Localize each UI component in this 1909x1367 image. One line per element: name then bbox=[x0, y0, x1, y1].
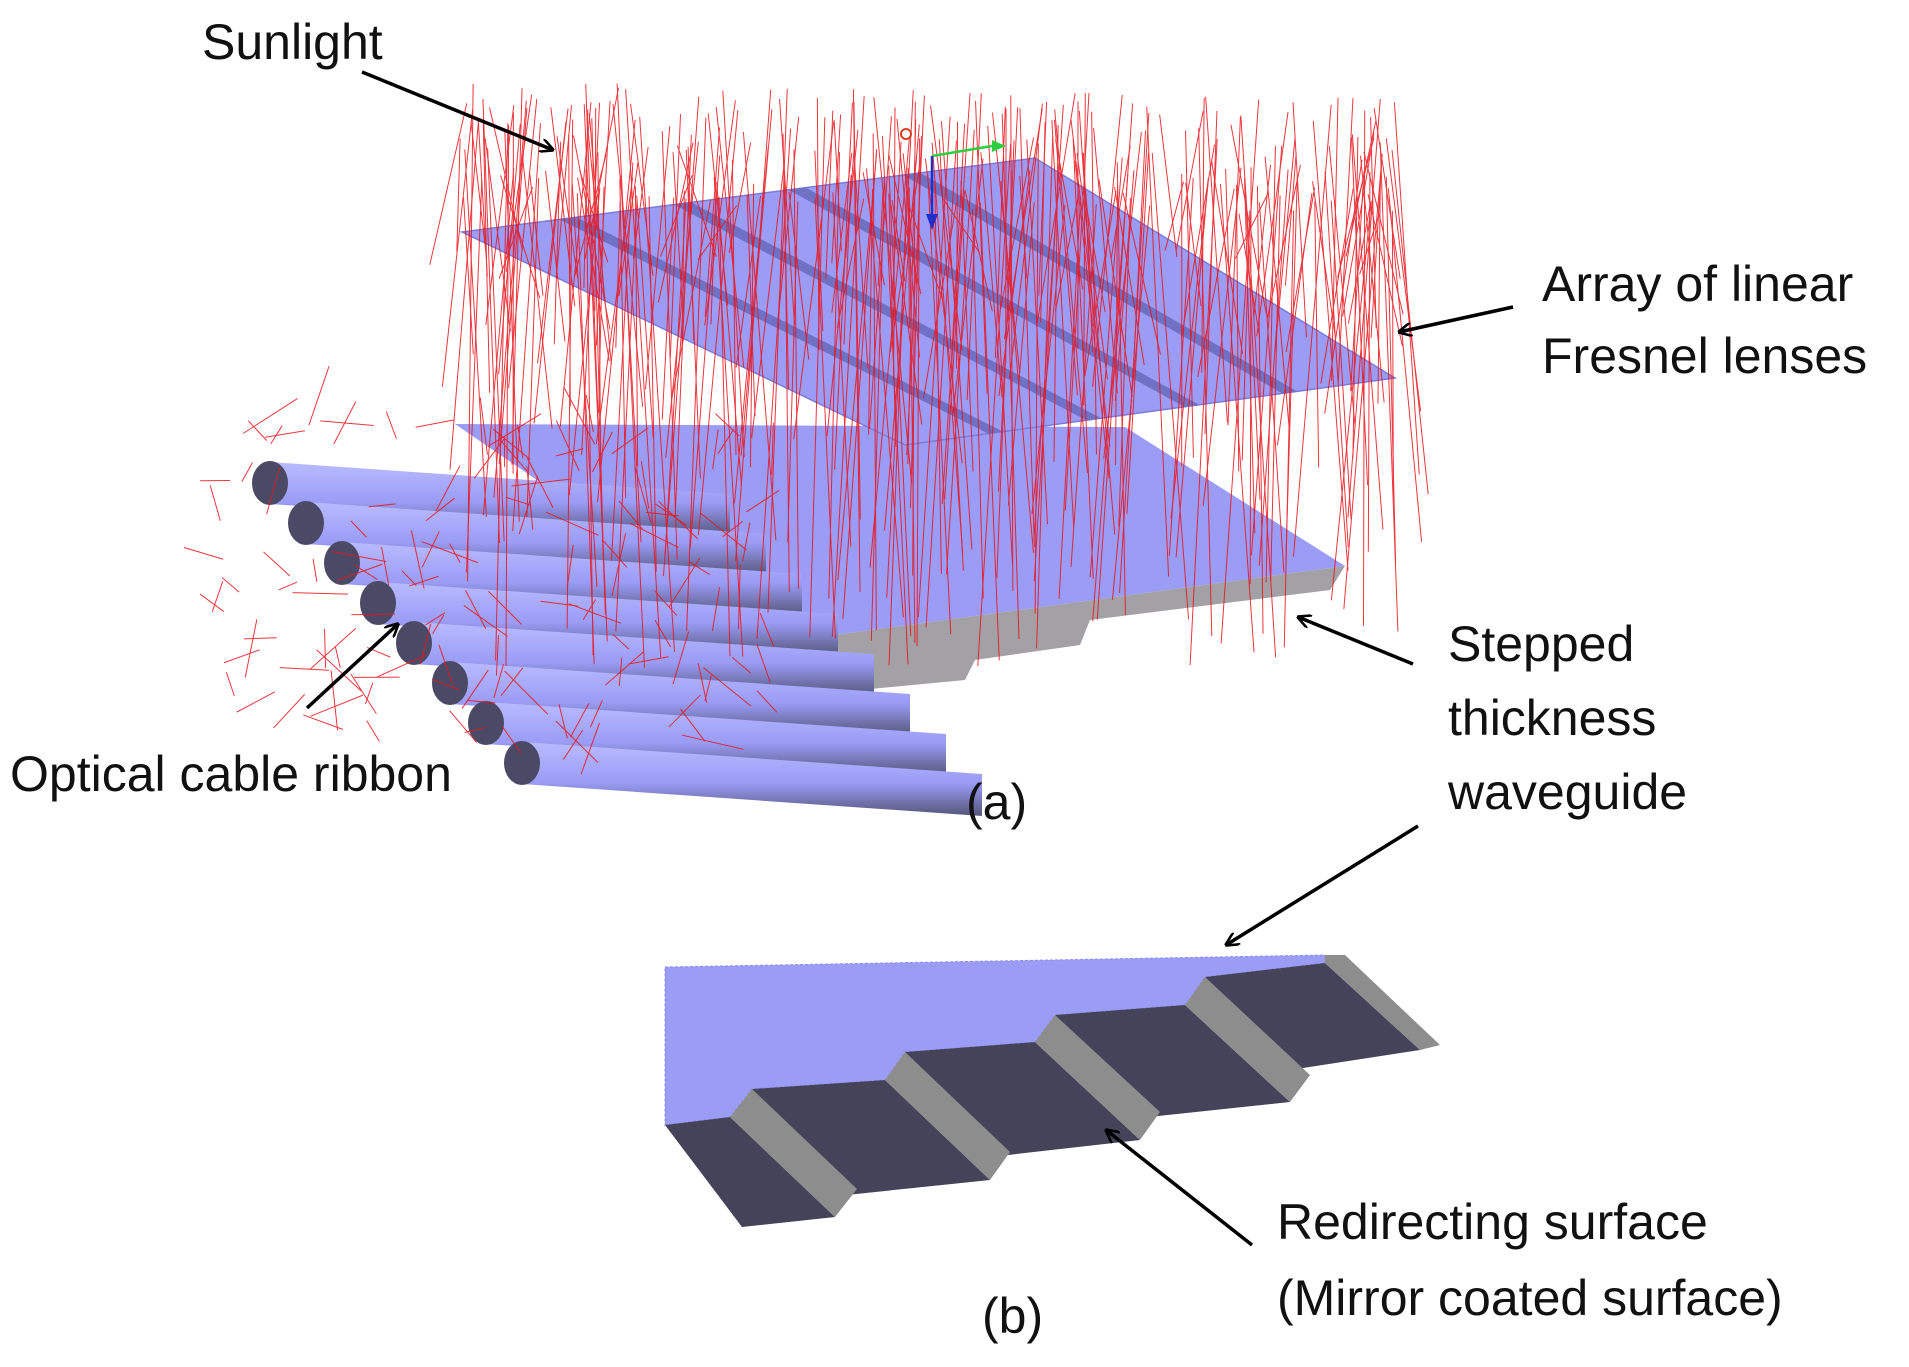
stepped-waveguide-arrow-a bbox=[1298, 617, 1413, 664]
cable-end bbox=[252, 461, 288, 505]
ray-line bbox=[335, 647, 340, 668]
ray-line bbox=[279, 582, 297, 590]
ray-line bbox=[320, 421, 373, 426]
ray-line bbox=[1386, 177, 1395, 565]
redirecting-surface-arrow bbox=[1106, 1130, 1252, 1245]
ray-line bbox=[280, 668, 329, 671]
label-optical-cable-ribbon: Optical cable ribbon bbox=[10, 744, 452, 804]
label-fresnel-line1: Array of linear bbox=[1542, 254, 1853, 314]
ray-line bbox=[210, 485, 220, 520]
ray-line bbox=[309, 628, 355, 669]
stepped-waveguide-arrow-b bbox=[1226, 826, 1418, 945]
ray-line bbox=[274, 694, 305, 728]
ray-line bbox=[351, 674, 377, 714]
ray-line bbox=[430, 103, 467, 264]
label-panel-a: (a) bbox=[966, 772, 1027, 832]
ray-line bbox=[222, 578, 239, 592]
label-redirecting-line1: Redirecting surface bbox=[1277, 1192, 1708, 1252]
ray-line bbox=[184, 547, 223, 559]
ray-line bbox=[293, 593, 349, 594]
cable-end bbox=[396, 621, 432, 665]
ray-line bbox=[237, 692, 275, 712]
ray-line bbox=[1331, 201, 1371, 601]
label-stepped-line2: thickness bbox=[1448, 688, 1656, 748]
cable-end bbox=[360, 581, 396, 625]
ray-line bbox=[313, 559, 317, 582]
label-fresnel-line2: Fresnel lenses bbox=[1542, 326, 1867, 386]
ray-line bbox=[386, 412, 396, 439]
ray-line bbox=[325, 629, 326, 668]
ray-line bbox=[365, 683, 372, 704]
cable-end bbox=[504, 741, 540, 785]
ray-line bbox=[224, 650, 260, 663]
label-panel-b: (b) bbox=[982, 1286, 1043, 1346]
panel-b-waveguide bbox=[665, 955, 1440, 1227]
ray-line bbox=[245, 619, 257, 677]
ray-line bbox=[1352, 137, 1368, 485]
ray-line bbox=[243, 398, 297, 433]
ray-line bbox=[309, 366, 329, 425]
ray-line bbox=[200, 594, 224, 612]
ray-line bbox=[264, 552, 290, 576]
ray-line bbox=[244, 638, 277, 639]
sunlight-arrow bbox=[362, 72, 553, 150]
label-redirecting-line2: (Mirror coated surface) bbox=[1277, 1268, 1783, 1328]
ray-line bbox=[265, 431, 305, 438]
ray-line bbox=[416, 420, 455, 427]
ray-line bbox=[1165, 182, 1183, 251]
ray-line bbox=[226, 672, 234, 696]
ray-line bbox=[450, 121, 478, 470]
fresnel-arrow bbox=[1399, 307, 1513, 332]
ray-line bbox=[351, 614, 395, 615]
ray-line bbox=[1332, 98, 1338, 381]
panel-a bbox=[184, 83, 1428, 816]
cable-end bbox=[288, 501, 324, 545]
ray-line bbox=[457, 138, 460, 251]
cable-end bbox=[432, 661, 468, 705]
label-stepped-line1: Stepped bbox=[1448, 614, 1634, 674]
label-sunlight: Sunlight bbox=[202, 12, 383, 72]
ray-line bbox=[242, 463, 253, 482]
ray-line bbox=[1338, 98, 1353, 382]
optical-cable-arrow bbox=[307, 624, 398, 708]
ray-line bbox=[367, 721, 380, 742]
ray-line bbox=[483, 99, 500, 543]
label-stepped-line3: waveguide bbox=[1448, 762, 1687, 822]
